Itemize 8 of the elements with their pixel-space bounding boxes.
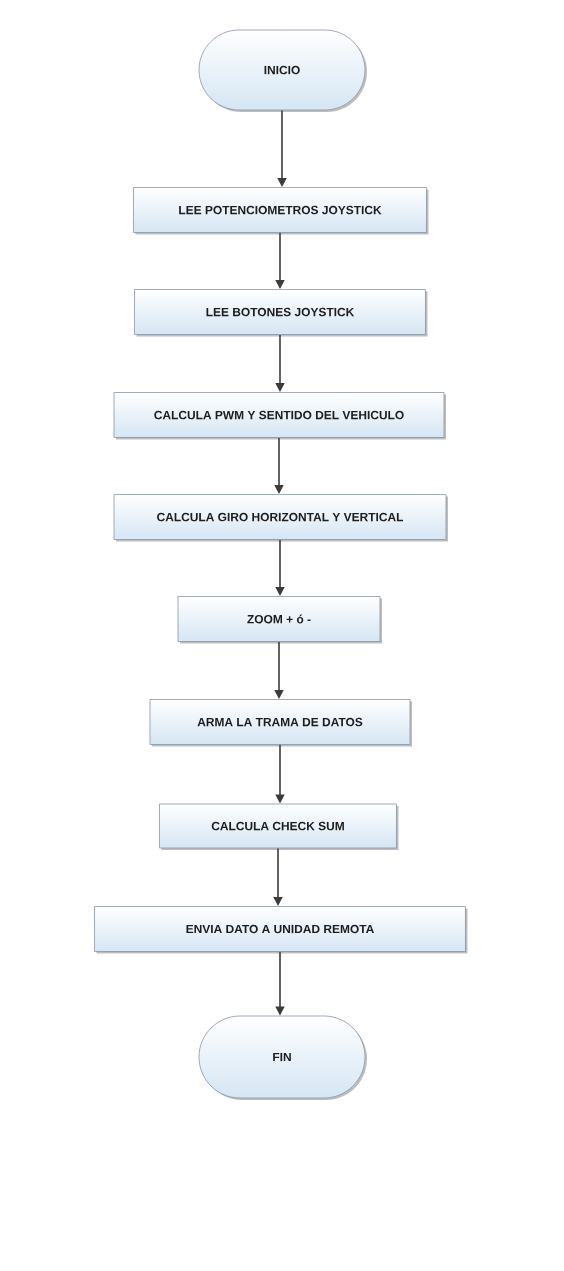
process-box: ENVIA DATO A UNIDAD REMOTA <box>94 906 468 954</box>
process-box: CALCULA CHECK SUM <box>159 803 399 850</box>
process-box: LEE BOTONES JOYSTICK <box>134 289 428 337</box>
process-box: LEE POTENCIOMETROS JOYSTICK <box>133 187 429 235</box>
process-box: CALCULA PWM Y SENTIDO DEL VEHICULO <box>113 392 446 440</box>
process-box: CALCULA GIRO HORIZONTAL Y VERTICAL <box>113 494 448 542</box>
process-box: ZOOM + ó - <box>177 596 382 644</box>
process-box: ARMA LA TRAMA DE DATOS <box>149 699 412 747</box>
